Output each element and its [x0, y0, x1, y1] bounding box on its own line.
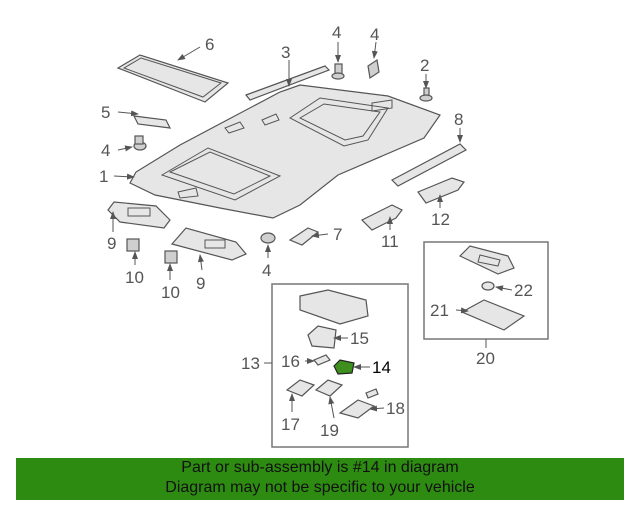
callout-12: 12 [431, 210, 450, 229]
callout-16: 16 [281, 352, 300, 371]
part-10-hook-b [164, 250, 178, 264]
part-4-clip-left [133, 135, 147, 151]
callout-5: 5 [101, 103, 110, 122]
callout-10-a: 10 [125, 268, 144, 287]
part-9-sun-visor-left [107, 201, 171, 229]
callout-21: 21 [430, 301, 449, 320]
callout-20: 20 [476, 349, 495, 368]
part-6-sunroof-panel [116, 54, 230, 103]
callout-4-top-a: 4 [332, 23, 341, 42]
part-21-lens [460, 299, 526, 331]
part-7-cover [288, 227, 320, 246]
callout-9-right: 9 [196, 274, 205, 293]
part-16-lens [313, 354, 331, 366]
part-9-sun-visor-right [170, 227, 247, 261]
callout-4-left: 4 [101, 141, 110, 160]
callout-11: 11 [381, 232, 399, 251]
part-20-map-lamp [458, 245, 515, 275]
part-12-grip-handle [417, 177, 465, 204]
part-1-headliner [129, 84, 441, 219]
callout-4-top-b: 4 [370, 25, 379, 44]
part-4-clip-top-b [367, 58, 380, 80]
callout-3: 3 [281, 43, 290, 62]
callout-9-left: 9 [107, 234, 116, 253]
callout-8: 8 [454, 110, 463, 129]
banner-line-2: Diagram may not be specific to your vehi… [165, 479, 475, 496]
part-17-lens [285, 379, 316, 397]
callout-10-b: 10 [161, 283, 180, 302]
banner-line-1: Part or sub-assembly is #14 in diagram [181, 459, 459, 476]
callout-2: 2 [420, 56, 429, 75]
callout-17: 17 [281, 415, 300, 434]
part-15-lamp [307, 325, 337, 349]
part-14-switch-highlighted [333, 359, 355, 375]
parts-diagram: 6 3 4 4 2 5 4 1 8 9 10 10 9 4 7 11 12 13… [99, 23, 549, 448]
callout-22: 22 [514, 281, 533, 300]
part-4-clip-top-a [331, 63, 345, 80]
part-11-grip-handle [360, 204, 403, 231]
callout-18: 18 [386, 399, 405, 418]
callout-1: 1 [99, 167, 108, 186]
part-22-bulb [481, 281, 495, 291]
callout-6: 6 [205, 35, 214, 54]
part-8-rail [391, 143, 467, 187]
callout-7: 7 [333, 225, 342, 244]
part-19-lens [314, 379, 344, 397]
callout-14: 14 [372, 358, 391, 377]
part-18-bulb [365, 388, 379, 399]
callout-15: 15 [350, 329, 369, 348]
callout-13: 13 [241, 354, 260, 373]
part-4-clip-lower [260, 232, 276, 244]
part-5-bracket [132, 115, 172, 129]
subassembly-13-box [271, 283, 409, 448]
info-banner: Part or sub-assembly is #14 in diagram D… [16, 458, 624, 500]
callout-19: 19 [320, 421, 339, 440]
callout-4-lower: 4 [262, 261, 271, 280]
part-2-fastener [419, 87, 433, 102]
part-13-console-housing [299, 289, 369, 325]
part-10-hook-a [126, 238, 140, 252]
part-18-lens [338, 399, 376, 419]
